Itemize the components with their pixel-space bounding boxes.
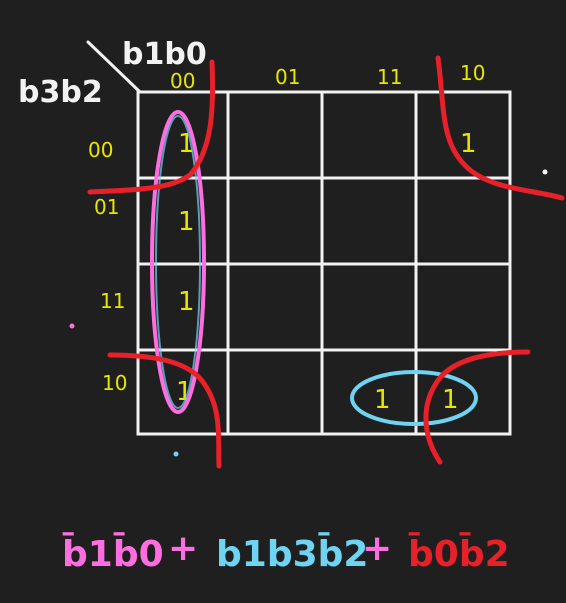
- row-header-00: 00: [88, 138, 113, 162]
- pink-group-ellipse: [150, 110, 206, 414]
- cell-r1-c0: 1: [178, 207, 195, 237]
- blue-group-ellipse: [350, 370, 478, 426]
- red-corner-bottom-right: [423, 349, 531, 465]
- cell-r3-c3: 1: [442, 385, 459, 415]
- corner-divider: [86, 40, 142, 94]
- col-header-00: 00: [170, 69, 195, 93]
- stray-dot-white: [542, 169, 548, 175]
- stray-dot-blue: [173, 451, 179, 457]
- cell-r0-c3: 1: [460, 129, 477, 159]
- row-header-11: 11: [100, 289, 125, 313]
- col-header-11: 11: [377, 65, 402, 89]
- expr-term-red: b̄0b̄2: [408, 531, 510, 575]
- row-header-10: 10: [102, 371, 127, 395]
- col-header-01: 01: [275, 65, 300, 89]
- col-var-label: b1b0: [122, 37, 207, 72]
- col-header-10: 10: [460, 61, 485, 85]
- expr-term-blue: b1b3b̄2: [216, 531, 368, 575]
- expr-plus-1: +: [168, 528, 198, 569]
- pink-group-outline: [155, 115, 201, 409]
- red-corner-top-right: [435, 55, 565, 201]
- cell-r3-c2: 1: [374, 385, 391, 415]
- row-var-label: b3b2: [18, 75, 103, 110]
- red-corner-bottom-left: [107, 352, 222, 469]
- expr-plus-2: +: [362, 528, 392, 569]
- red-corner-top-left: [87, 59, 216, 195]
- expr-term-pink: b̄1b̄0: [62, 531, 164, 575]
- red-group-corners: [87, 55, 565, 469]
- row-header-01: 01: [94, 195, 119, 219]
- boolean-expression: b̄1b̄0 + b1b3b̄2 + b̄0b̄2: [62, 528, 510, 575]
- cell-r2-c0: 1: [178, 287, 195, 317]
- stray-dot-pink: [69, 323, 75, 329]
